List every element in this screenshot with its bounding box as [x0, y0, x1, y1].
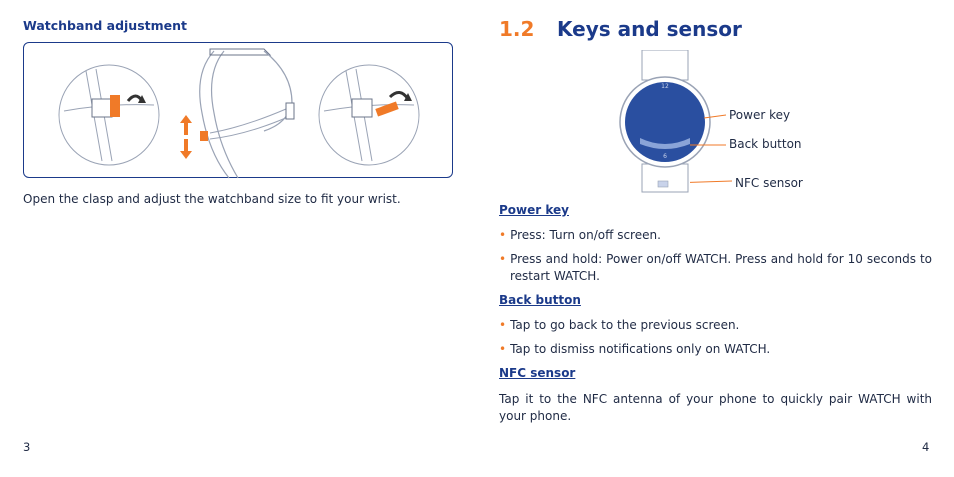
back-button-heading: Back button: [499, 293, 581, 307]
bullet-dot: •: [499, 252, 507, 266]
watch-face-bottom-mark: 6: [663, 153, 667, 160]
page-number-left: 3: [23, 440, 31, 454]
bullet-dot: •: [499, 318, 507, 332]
callout-nfc-sensor: NFC sensor: [735, 176, 803, 190]
bullet-text: Press: Turn on/off screen.: [510, 228, 661, 242]
section-title: Keys and sensor: [557, 17, 742, 41]
power-key-heading: Power key: [499, 203, 569, 217]
watch-face-top-mark: 12: [661, 83, 669, 90]
power-key-bullet-1: •Press: Turn on/off screen.: [499, 227, 932, 244]
watchband-heading: Watchband adjustment: [23, 18, 188, 33]
watch-illustration: 12 6: [619, 50, 711, 193]
callout-lines: [690, 114, 733, 183]
bullet-dot: •: [499, 228, 507, 242]
bullet-text: Tap to go back to the previous screen.: [510, 318, 740, 332]
section-number: 1.2: [499, 17, 535, 41]
watchband-illustration: [58, 48, 420, 179]
bullet-dot: •: [499, 342, 507, 356]
back-button-bullet-2: •Tap to dismiss notifications only on WA…: [499, 341, 932, 358]
strap-detail-center: [180, 48, 295, 179]
watchband-illustration-frame: [23, 42, 453, 179]
nfc-tag: [657, 180, 669, 188]
clasp-detail-left: [58, 64, 160, 166]
bullet-text: Press and hold: Power on/off WATCH. Pres…: [510, 252, 932, 283]
watchband-caption: Open the clasp and adjust the watchband …: [23, 192, 401, 206]
callout-back-button: Back button: [729, 137, 802, 151]
nfc-sensor-heading: NFC sensor: [499, 366, 576, 380]
callout-power-key: Power key: [729, 108, 791, 122]
power-key-bullet-2: •Press and hold: Power on/off WATCH. Pre…: [499, 251, 932, 285]
back-button-bullet-1: •Tap to go back to the previous screen.: [499, 317, 932, 334]
nfc-sensor-text: Tap it to the NFC antenna of your phone …: [499, 392, 932, 423]
page-number-right: 4: [922, 440, 930, 454]
bullet-text: Tap to dismiss notifications only on WAT…: [510, 342, 771, 356]
clasp-detail-right: [318, 64, 420, 166]
